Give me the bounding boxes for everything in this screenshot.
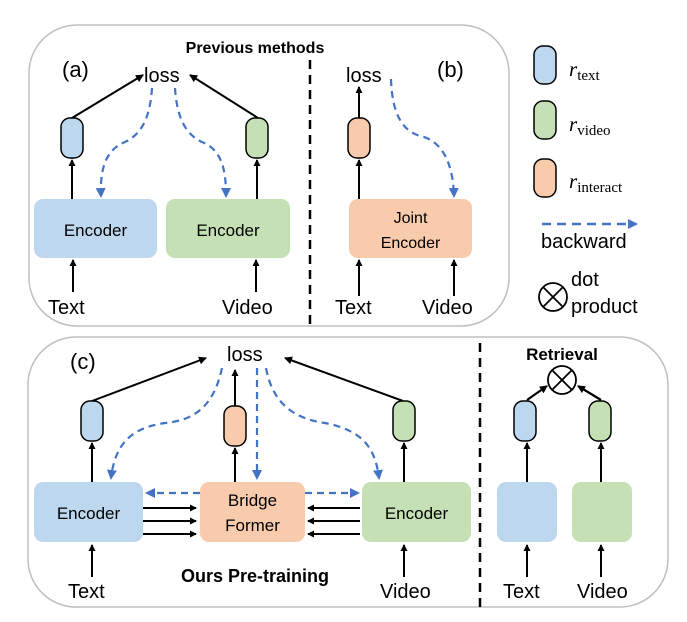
arrow-retrieval-video-to-dot: [577, 385, 602, 401]
retrieval-dot-product-icon: [547, 365, 577, 395]
arrow-text-rep-to-loss-a: [71, 74, 144, 119]
video-encoder-a: [166, 199, 290, 258]
retrieval-video-encoder: [572, 482, 632, 542]
loss-c: loss: [227, 344, 263, 366]
interact-rep-c: [223, 405, 247, 447]
retrieval-text-rep: [513, 400, 537, 442]
legend-text-rep-label: rtext: [569, 57, 601, 84]
input-video-c: Video: [380, 581, 431, 603]
backward-arrow-a-video: [173, 87, 231, 198]
interact-rep-b: [347, 117, 371, 159]
legend-dot-product-icon: [538, 282, 568, 312]
text-encoder-a: [34, 199, 157, 258]
text-rep-a: [60, 117, 84, 159]
input-text-b: Text: [335, 297, 372, 319]
bridge-former-label-1: Bridge: [228, 491, 277, 510]
legend-video-rep-label: rvideo: [569, 112, 611, 139]
video-encoder-c-label: Encoder: [385, 504, 449, 523]
backward-arrow-c-video: [264, 367, 383, 480]
legend-interact-rep-label: rinteract: [569, 169, 623, 196]
backward-arrow-b: [389, 78, 459, 198]
video-rep-a: [245, 117, 269, 159]
joint-encoder-b: [349, 199, 472, 258]
video-rep-c: [392, 400, 416, 442]
text-rep-c: [80, 400, 104, 442]
label-a: (a): [62, 57, 89, 82]
input-video-b: Video: [422, 297, 473, 319]
label-c: (c): [70, 349, 96, 374]
retrieval-video-rep: [588, 400, 612, 442]
retrieval-title: Retrieval: [526, 345, 598, 364]
arrow-retrieval-text-to-dot: [526, 385, 548, 401]
panel-title-previous-methods: Previous methods: [186, 40, 325, 57]
legend-video-rep-swatch: [533, 100, 557, 140]
input-text-c: Text: [68, 581, 105, 603]
backward-arrow-a-text: [95, 87, 154, 198]
text-encoder-a-label: Encoder: [64, 221, 128, 240]
input-video-a: Video: [222, 297, 273, 319]
retrieval-input-text: Text: [503, 581, 540, 603]
legend-text-rep-swatch: [533, 45, 557, 85]
caption-ours-pre-training: Ours Pre-training: [181, 566, 329, 586]
joint-encoder-b-label-2: Encoder: [381, 235, 441, 252]
legend-dot-product-label-2: product: [571, 296, 638, 318]
joint-encoder-b-label-1: Joint: [394, 210, 428, 227]
label-b: (b): [437, 57, 464, 82]
legend-backward-label: backward: [541, 231, 627, 253]
text-encoder-c: [34, 482, 143, 542]
arrow-video-rep-to-loss-c: [284, 356, 404, 402]
backward-arrow-c-text: [107, 367, 224, 480]
retrieval-input-video: Video: [577, 581, 628, 603]
loss-b: loss: [346, 65, 382, 87]
arrow-video-rep-to-loss-a: [189, 74, 259, 119]
legend-interact-rep-swatch: [533, 158, 557, 198]
text-encoder-c-label: Encoder: [57, 504, 121, 523]
input-text-a: Text: [48, 297, 85, 319]
panel-pre-training-retrieval: [27, 336, 669, 608]
arrow-text-rep-to-loss-c: [91, 356, 207, 402]
bridge-former-c: [200, 482, 305, 542]
loss-a: loss: [144, 65, 180, 87]
legend: rtext rvideo rinteract backward dot prod…: [533, 45, 638, 318]
video-encoder-c: [362, 482, 471, 542]
legend-dot-product-label-1: dot: [571, 269, 599, 291]
bridge-former-label-2: Former: [225, 516, 280, 535]
retrieval-text-encoder: [497, 482, 557, 542]
video-encoder-a-label: Encoder: [196, 221, 260, 240]
panel-previous-methods: [28, 24, 510, 327]
